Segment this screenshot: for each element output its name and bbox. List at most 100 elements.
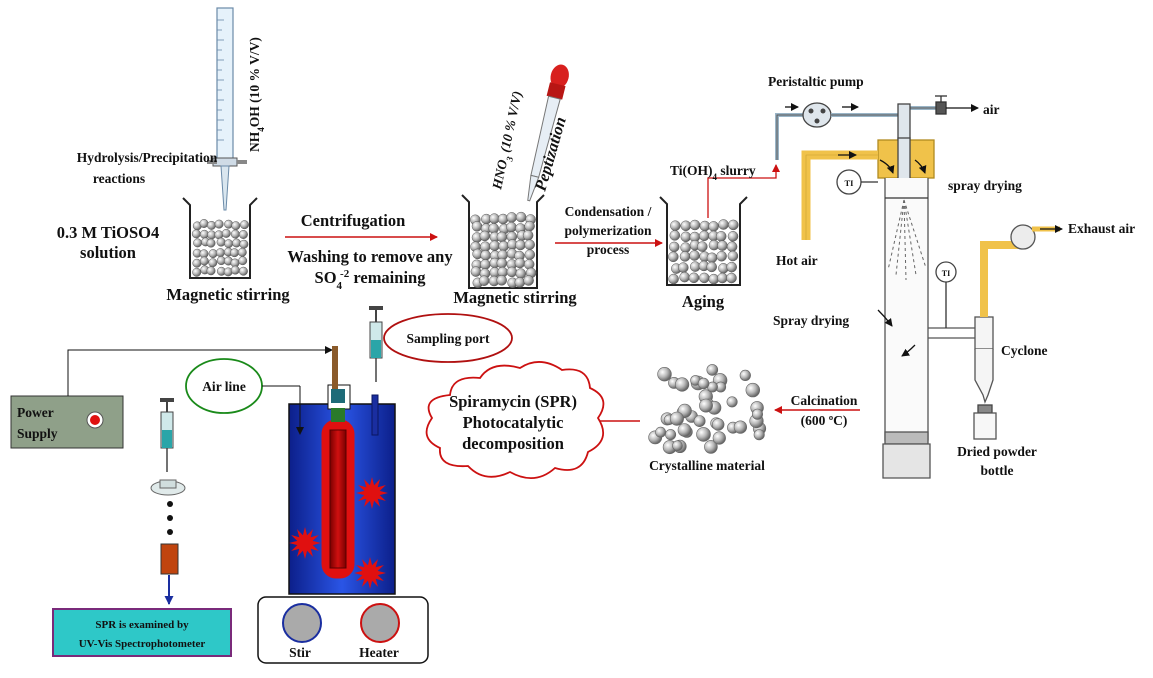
hydrolysis-label-1: Hydrolysis/Precipitation [77, 150, 218, 165]
particle [718, 219, 729, 230]
particle [239, 239, 249, 249]
washing-label-2: SO4-2 remaining [315, 268, 427, 292]
crystalline-material-label: Crystalline material [649, 458, 765, 473]
stir-label: Stir [289, 645, 311, 660]
condensation-label-2: polymerization [565, 223, 652, 238]
cyclone-label: Cyclone [1001, 343, 1048, 358]
light-burst [356, 477, 388, 509]
particle [715, 231, 727, 242]
light-burst [289, 527, 321, 559]
hot-air-label: Hot air [776, 253, 818, 268]
nh4oh-reagent-label: NH4OH (10 % V/V) [247, 37, 266, 152]
particle [717, 272, 728, 284]
particle [206, 266, 216, 276]
crystal-particle [697, 377, 710, 390]
particle [524, 249, 536, 260]
air-label: air [983, 102, 1000, 117]
crystal-particle [677, 423, 692, 437]
power-wire [67, 346, 333, 396]
hydrolysis-label-2: reactions [93, 171, 145, 186]
particle [728, 219, 739, 231]
particle [479, 230, 491, 242]
ti-gauge-upper-label: TI [845, 178, 855, 188]
crystal-particle [665, 429, 677, 441]
condensation-label-1: Condensation / [565, 204, 652, 219]
ti-gauge-lower-label: TI [942, 269, 950, 278]
particle [514, 257, 526, 269]
particle [680, 220, 692, 232]
particle [523, 259, 535, 270]
particle [230, 229, 240, 239]
stir-heater-base [257, 596, 429, 664]
beaker-3 [659, 196, 748, 286]
beaker-2 [461, 194, 545, 289]
particle [470, 266, 482, 277]
crystal-particle [753, 429, 765, 441]
particle [214, 219, 224, 229]
particle [726, 241, 738, 252]
particle [708, 221, 719, 232]
particle [706, 261, 717, 273]
beaker-1 [182, 197, 258, 279]
particle [230, 248, 239, 258]
air-line-label: Air line [202, 379, 246, 394]
particle [497, 213, 509, 225]
crystal-particle [655, 426, 666, 438]
particle [679, 251, 691, 262]
decomposition-cloud [425, 361, 605, 479]
particle [524, 239, 535, 250]
crystal-particle [745, 382, 760, 398]
crystal-particle [674, 377, 690, 392]
particle [496, 231, 508, 243]
particle [680, 231, 692, 243]
particle [716, 250, 727, 262]
particle [522, 230, 534, 241]
particle [207, 220, 216, 230]
spray-drying-lower-label: Spray drying [773, 313, 849, 328]
crystal-particle [693, 415, 706, 427]
spr-label-2: Photocatalytic [463, 413, 564, 432]
calcination-label-1: Calcination [791, 393, 858, 408]
particle [238, 230, 248, 239]
sampling-port-oval [383, 313, 513, 363]
spray-dryer-apparatus [775, 95, 1063, 479]
particle [480, 259, 491, 270]
particle [496, 257, 508, 269]
particle [480, 250, 491, 261]
particle [668, 251, 679, 263]
particle [199, 219, 209, 228]
particle [215, 248, 225, 258]
particle [216, 237, 226, 247]
particle [199, 256, 209, 266]
particle [237, 247, 247, 257]
dried-powder-label-2: bottle [981, 463, 1014, 478]
particle [191, 229, 201, 239]
heater-label: Heater [359, 645, 399, 660]
washing-label-1: Washing to remove any [287, 247, 453, 266]
particle [717, 240, 728, 251]
particle [224, 219, 234, 229]
sampling-port-label: Sampling port [407, 331, 490, 346]
particle [208, 258, 218, 268]
particle [506, 212, 517, 223]
crystal-particle [711, 418, 725, 431]
crystal-particle [726, 396, 738, 408]
crystal-particle [699, 398, 713, 413]
exhaust-air-label: Exhaust air [1068, 221, 1135, 236]
particle [669, 230, 681, 241]
particle [230, 265, 240, 275]
particle [192, 267, 202, 277]
crystalline-material-cluster [648, 364, 767, 455]
particle [668, 241, 680, 253]
particle [506, 266, 518, 278]
particle [496, 275, 507, 286]
particle [688, 272, 700, 284]
magnetic-stirring-label-1: Magnetic stirring [166, 285, 290, 304]
peristaltic-pump-label: Peristaltic pump [768, 74, 864, 89]
particle [489, 240, 500, 251]
particle [208, 249, 218, 259]
particle [231, 221, 241, 231]
particle [727, 231, 739, 242]
